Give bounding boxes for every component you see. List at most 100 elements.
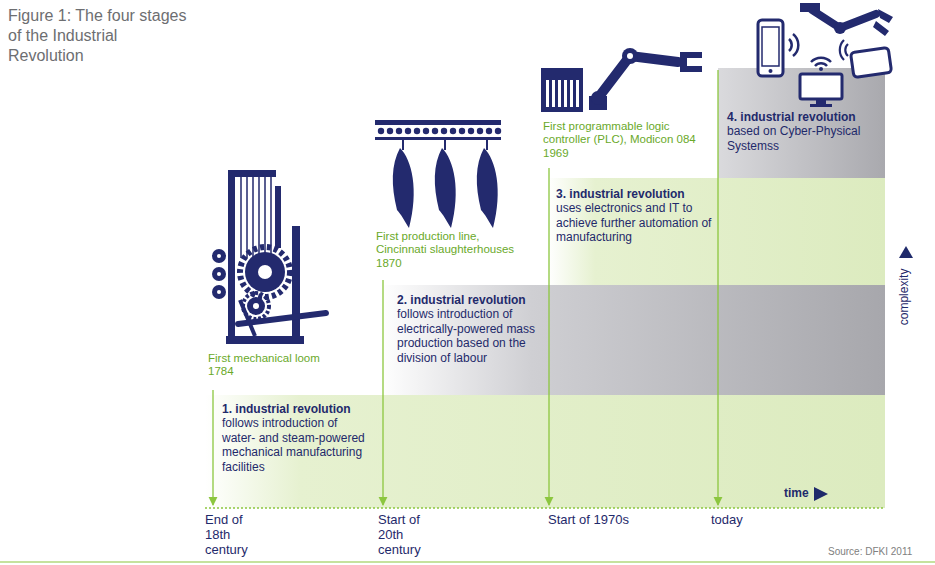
plc-robot-illustration [570, 80, 573, 107]
stage-band: 1. industrial revolutionfollows introduc… [205, 395, 885, 508]
plc-robot-illustration [680, 52, 702, 72]
stage-band: 3. industrial revolutionuses electronics… [548, 178, 885, 285]
cyber-physical-icons [873, 9, 893, 36]
production-line-illustration [468, 128, 474, 134]
cyber-physical-icons [762, 27, 779, 66]
production-line-illustration [486, 128, 492, 134]
stage-text: 2. industrial revolutionfollows introduc… [397, 293, 547, 365]
cyber-physical-icons [816, 99, 826, 104]
loom-illustration [212, 285, 226, 299]
loom-illustration [240, 300, 255, 336]
loom-illustration [212, 249, 226, 263]
production-line-illustration [405, 128, 411, 134]
loom-illustration [292, 226, 300, 344]
cyber-physical-icons [789, 34, 798, 56]
production-line-illustration [450, 128, 456, 134]
plc-robot-illustration [541, 68, 583, 112]
cyber-physical-icons [834, 22, 846, 34]
plc-robot-illustration [552, 80, 555, 107]
milestone-caption: First mechanical loom 1784 [208, 352, 333, 379]
time-arrow [814, 487, 828, 501]
loom-illustration [232, 170, 276, 177]
stage-heading: 2. industrial revolution [397, 293, 547, 307]
stage-description: follows introduction of electrically-pow… [397, 307, 547, 365]
time-axis-label: End of 18th century [205, 513, 269, 558]
time-axis-label: Start of 20th century [378, 513, 442, 558]
complexity-arrow [899, 246, 913, 258]
plc-robot-illustration [564, 80, 567, 107]
plc-robot-illustration [622, 48, 638, 64]
plc-robot-illustration [541, 48, 702, 112]
loom-illustration [212, 267, 226, 281]
stage-text: 1. industrial revolutionfollows introduc… [222, 402, 370, 474]
plc-robot-illustration [627, 53, 633, 59]
stage-description: follows introduction of water- and steam… [222, 416, 370, 474]
production-line-illustration [403, 140, 487, 150]
cyber-physical-icons [769, 69, 773, 73]
milestone-arrow [213, 70, 718, 505]
loom-illustration [253, 303, 259, 309]
production-line-illustration [378, 128, 384, 134]
cyber-physical-icons [851, 47, 892, 77]
loom-illustration [212, 170, 326, 344]
production-line-illustration [435, 148, 456, 228]
loom-illustration [226, 336, 304, 344]
stage-heading: 4. industrial revolution [727, 110, 879, 124]
production-line-illustration [477, 148, 498, 228]
loom-illustration [240, 247, 290, 297]
cyber-physical-icons [819, 67, 823, 71]
stage-description: uses electronics and IT to achieve furth… [556, 201, 714, 244]
loom-illustration [217, 272, 221, 276]
stage-text: 4. industrial revolutionbased on Cyber-P… [727, 110, 879, 153]
source-note: Source: DFKI 2011 [828, 546, 912, 558]
stage-heading: 3. industrial revolution [556, 187, 714, 201]
milestone-arrow [717, 70, 718, 505]
loom-illustration [217, 254, 221, 258]
milestone-caption: First production line, Cincinnati slaugh… [376, 230, 526, 270]
stage-heading: 1. industrial revolution [222, 402, 370, 416]
stage-band: 2. industrial revolutionfollows introduc… [380, 285, 885, 395]
time-axis-label: Start of 1970s [548, 513, 629, 528]
loom-illustration [217, 290, 221, 294]
milestone-arrow [548, 168, 549, 505]
loom-illustration [247, 297, 265, 315]
production-line-illustration [477, 128, 483, 134]
bottom-rule [0, 561, 935, 562]
axis-title: complexity [898, 262, 912, 332]
stage-text: 3. industrial revolutionuses electronics… [556, 187, 714, 245]
loom-illustration [228, 170, 235, 344]
time-axis [205, 507, 885, 508]
plc-robot-illustration [591, 91, 605, 105]
axis-title: time [784, 487, 809, 501]
production-line-illustration [495, 128, 501, 134]
cyber-physical-icons [758, 3, 893, 107]
plc-robot-illustration [558, 80, 561, 107]
figure-title: Figure 1: The four stages of the Industr… [8, 6, 188, 66]
production-line-illustration [423, 128, 429, 134]
milestone-arrow [212, 390, 213, 505]
production-line-illustration [459, 128, 465, 134]
plc-robot-illustration [576, 80, 579, 107]
stage-description: based on Cyber-Physical Systemss [727, 124, 879, 153]
milestone-caption: First programmable logic controller (PLC… [543, 120, 713, 160]
time-axis-label: today [711, 513, 743, 528]
cyber-physical-icons [800, 74, 842, 99]
plc-robot-illustration [546, 80, 549, 107]
production-line-illustration [375, 120, 501, 228]
milestone-arrow [382, 280, 383, 505]
production-line-illustration [396, 128, 402, 134]
plc-robot-illustration [598, 56, 678, 98]
cyber-physical-icons [840, 40, 848, 60]
production-line-illustration [432, 128, 438, 134]
cyber-physical-icons [758, 20, 783, 76]
cyber-physical-icons [810, 104, 832, 107]
production-line-illustration [375, 120, 501, 125]
loom-illustration [258, 265, 272, 279]
production-line-illustration [414, 128, 420, 134]
production-line-illustration [375, 137, 501, 140]
loom-illustration [245, 252, 285, 292]
production-line-illustration [387, 128, 393, 134]
production-line-illustration [441, 128, 447, 134]
production-line-illustration [393, 148, 414, 228]
